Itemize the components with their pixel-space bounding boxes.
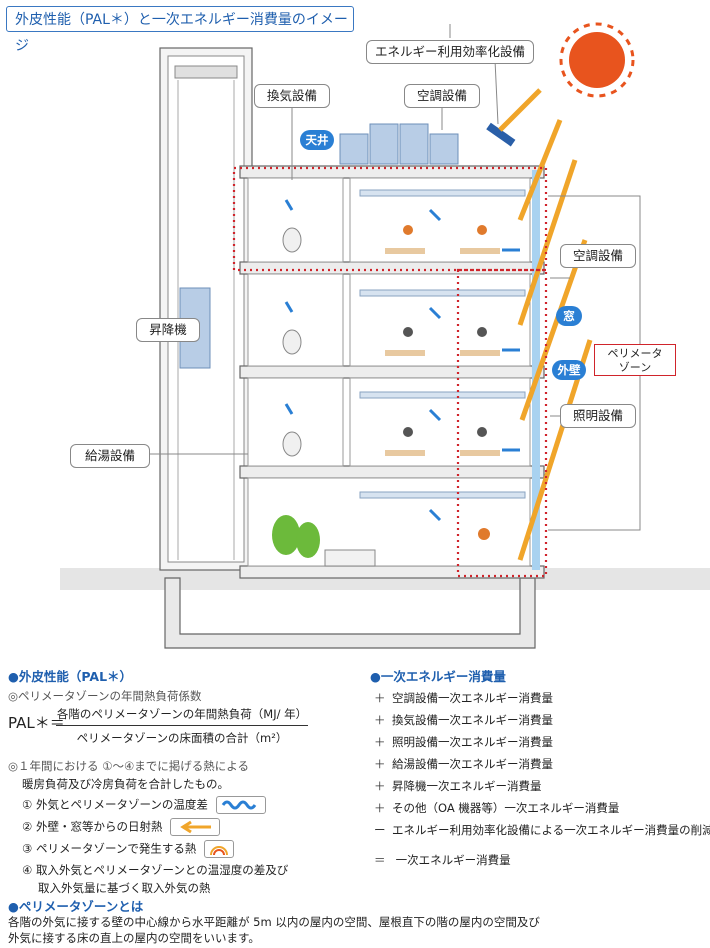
energy-item-op: ＋ xyxy=(374,779,386,793)
fraction-line xyxy=(56,725,308,726)
temperature-wave-icon xyxy=(215,796,266,814)
pal-item-3: ③ ペリメータゾーンで発生する熱 xyxy=(22,840,235,858)
elevator-label: 昇降機 xyxy=(136,318,200,342)
window-pill: 窓 xyxy=(556,306,582,326)
perimeter-def-line1: 各階の外気に接する壁の中心線から水平距離が 5m 以内の屋内の空間、屋根直下の階… xyxy=(8,915,540,929)
pal-item-4-line2: 取入外気量に基づく取入外気の熱 xyxy=(38,881,211,895)
energy-item-text: その他（OA 機器等）一次エネルギー消費量 xyxy=(392,801,620,815)
perimeter-def-heading: ●ペリメータゾーンとは xyxy=(8,899,144,914)
perimeter-zone-label-line2: ゾーン xyxy=(618,361,652,374)
perimeter-zone-top xyxy=(232,166,548,272)
page-title: 外皮性能（PAL＊）と一次エネルギー消費量のイメージ xyxy=(6,6,354,54)
pal-denominator: ペリメータゾーンの床面積の合計（m²） xyxy=(76,731,288,745)
energy-item-op: ＋ xyxy=(374,691,386,705)
energy-item: ＋ その他（OA 機器等）一次エネルギー消費量 xyxy=(374,800,619,816)
pal-subheading: ◎ペリメータゾーンの年間熱負荷係数 xyxy=(8,689,202,703)
energy-item-text: 給湯設備一次エネルギー消費量 xyxy=(392,757,553,771)
solar-panel xyxy=(486,122,516,147)
sun xyxy=(569,32,625,88)
energy-result: ＝ 一次エネルギー消費量 xyxy=(374,852,511,868)
building-diagram xyxy=(60,22,710,649)
hot-water-label: 給湯設備 xyxy=(70,444,150,468)
outer-wall-pill: 外壁 xyxy=(552,360,586,380)
ventilation-label: 換気設備 xyxy=(254,84,330,108)
pal-item-2-text: ② 外壁・窓等からの日射熱 xyxy=(22,819,163,834)
energy-item-op: ＋ xyxy=(374,801,386,815)
ceiling-pill: 天井 xyxy=(300,130,334,150)
lighting-label: 照明設備 xyxy=(560,404,636,428)
solar-arrow-icon xyxy=(170,818,221,836)
pal-note-line2: 暖房負荷及び冷房負荷を合計したもの。 xyxy=(22,777,229,791)
energy-item-op: ＋ xyxy=(374,735,386,749)
energy-item: ーエネルギー利用効率化設備による一次エネルギー消費量の削減量 xyxy=(374,822,710,838)
reception-desk xyxy=(324,549,376,567)
energy-item-text: 照明設備一次エネルギー消費量 xyxy=(392,735,553,749)
energy-result-text: 一次エネルギー消費量 xyxy=(395,853,511,867)
pal-heading: ●外皮性能（PAL＊） xyxy=(8,669,133,684)
energy-result-op: ＝ xyxy=(374,853,386,867)
energy-item-op: ー xyxy=(374,823,386,837)
pal-numerator: 各階のペリメータゾーンの年間熱負荷（MJ/ 年） xyxy=(56,707,308,721)
energy-item-text: 昇降機一次エネルギー消費量 xyxy=(392,779,542,793)
energy-item-op: ＋ xyxy=(374,757,386,771)
perimeter-zone-label: ペリメータ ゾーン xyxy=(594,344,676,376)
facade-glass xyxy=(532,170,540,570)
pal-item-2: ② 外壁・窓等からの日射熱 xyxy=(22,818,221,836)
pal-item-1-text: ① 外気とペリメータゾーンの温度差 xyxy=(22,797,208,812)
pal-symbol: PAL＊＝ xyxy=(8,714,65,732)
pal-note-line1: ◎１年間における ①〜④までに掲げる熱による xyxy=(8,759,249,773)
aircon-top-label: 空調設備 xyxy=(404,84,480,108)
aircon-side-label: 空調設備 xyxy=(560,244,636,268)
perimeter-zone-label-line1: ペリメータ xyxy=(607,347,663,360)
energy-item-text: 空調設備一次エネルギー消費量 xyxy=(392,691,553,705)
energy-efficiency-label: エネルギー利用効率化設備 xyxy=(366,40,534,64)
pal-item-4: ④ 取入外気とペリメータゾーンとの温湿度の差及び xyxy=(22,863,289,877)
ground xyxy=(60,568,710,590)
energy-item: ＋ 給湯設備一次エネルギー消費量 xyxy=(374,756,553,772)
pal-item-1: ① 外気とペリメータゾーンの温度差 xyxy=(22,796,266,814)
energy-item-op: ＋ xyxy=(374,713,386,727)
pal-item-3-text: ③ ペリメータゾーンで発生する熱 xyxy=(22,841,197,856)
energy-item: ＋ 換気設備一次エネルギー消費量 xyxy=(374,712,553,728)
energy-item-text: 換気設備一次エネルギー消費量 xyxy=(392,713,553,727)
energy-heading: ●一次エネルギー消費量 xyxy=(370,669,506,684)
energy-item: ＋ 空調設備一次エネルギー消費量 xyxy=(374,690,553,706)
energy-item: ＋ 昇降機一次エネルギー消費量 xyxy=(374,778,542,794)
perimeter-def-line2: 外気に接する床の直上の屋内の空間をいいます。 xyxy=(8,931,260,945)
energy-item: ＋ 照明設備一次エネルギー消費量 xyxy=(374,734,553,750)
perimeter-zone-side xyxy=(456,268,548,578)
energy-item-text: エネルギー利用効率化設備による一次エネルギー消費量の削減量 xyxy=(392,823,710,837)
roof-unit-1 xyxy=(339,133,369,165)
heat-arc-icon xyxy=(204,840,235,858)
